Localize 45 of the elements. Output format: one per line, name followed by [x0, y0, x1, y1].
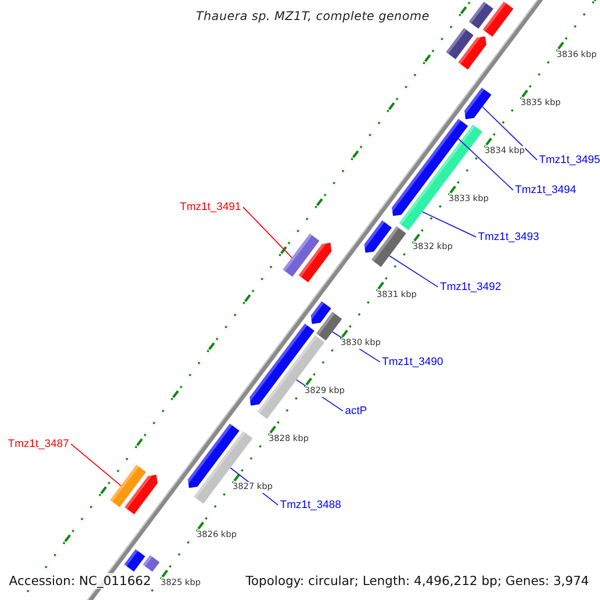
gene-label: Tmz1t_3490	[382, 355, 444, 369]
scale-label: 3828 kbp	[268, 434, 309, 446]
gene-bar	[124, 549, 146, 572]
gene-label: Tmz1t_3494	[515, 183, 576, 197]
gene-bar	[316, 312, 342, 341]
gene-bar	[282, 234, 320, 277]
gene-bar	[468, 2, 494, 29]
scale-label: 3835 kbp	[520, 98, 561, 110]
scale-label: 3826 kbp	[196, 530, 237, 542]
scale-label: 3825 kbp	[160, 578, 201, 590]
gene-bar	[142, 555, 160, 572]
genome-info-text: Topology: circular; Length: 4,496,212 bp; Genes: 3,974	[244, 573, 590, 589]
scale-label: 3827 kbp	[232, 482, 273, 494]
gene-bar	[310, 301, 332, 324]
scale-label: 3831 kbp	[376, 290, 417, 302]
gene-bar	[124, 473, 158, 514]
gene-label: actP	[345, 404, 368, 418]
gene-bar	[194, 431, 253, 504]
scale-label: 3833 kbp	[448, 194, 489, 206]
leader-line	[70, 444, 122, 486]
gene-bar	[110, 464, 146, 508]
gene-label: Tmz1t_3491	[180, 200, 241, 214]
scale-label: 3830 kbp	[340, 338, 381, 350]
scale-label: 3829 kbp	[304, 386, 345, 398]
title: Thauera sp. MZ1T, complete genome	[196, 9, 430, 23]
gene-bar	[298, 241, 332, 282]
gene-label: Tmz1t_3493	[478, 230, 540, 244]
gene-label: Tmz1t_3492	[440, 280, 502, 294]
gene-bar	[458, 34, 486, 70]
gene-bar	[390, 118, 468, 216]
scale-label: 3836 kbp	[556, 50, 597, 62]
leader-line	[458, 138, 514, 190]
gene-label: Tmz1t_3487	[8, 437, 69, 451]
gene-bar	[463, 88, 492, 120]
gene-bar	[257, 335, 325, 419]
leader-line	[422, 211, 476, 238]
gene-label: Tmz1t_3495	[539, 153, 600, 167]
gene-label: Tmz1t_3488	[280, 498, 342, 512]
leader-line	[482, 106, 538, 160]
gene-bar	[363, 220, 392, 253]
gene-bar	[371, 226, 406, 267]
gene-bar	[482, 2, 514, 37]
gene-bar	[446, 28, 474, 60]
scale-label: 3832 kbp	[412, 242, 453, 254]
scale-label: 3834 kbp	[484, 146, 525, 158]
